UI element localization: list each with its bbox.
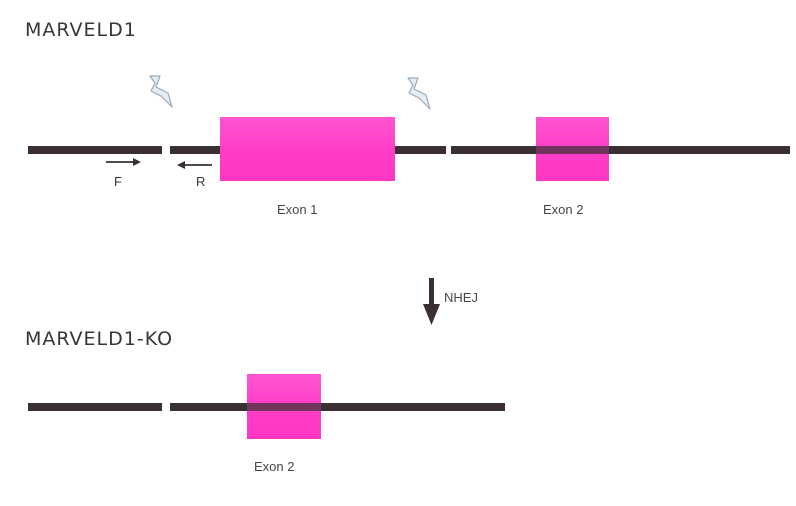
gene-line-segment-right <box>451 146 790 154</box>
down-arrow-icon <box>423 278 440 325</box>
ko-exon-2-label: Exon 2 <box>254 459 295 474</box>
top-title: MARVELD1 <box>25 19 137 41</box>
reverse-primer-label: R <box>196 174 206 189</box>
exon-2-label: Exon 2 <box>543 202 584 217</box>
exon-1-label: Exon 1 <box>277 202 318 217</box>
exon-1-box <box>220 117 395 181</box>
knockout-locus <box>28 374 505 439</box>
forward-primer-arrow-icon <box>106 158 141 166</box>
lightning-bolt-icon <box>407 77 431 110</box>
nhej-label: NHEJ <box>444 290 478 305</box>
ko-gene-line-segment-right <box>170 403 505 411</box>
gene-line-segment-left <box>28 146 162 154</box>
ko-gene-line-segment-left <box>28 403 162 411</box>
wildtype-locus <box>28 75 790 181</box>
lightning-bolt-icon <box>149 75 173 108</box>
ko-exon-2-line-overlay <box>247 403 321 411</box>
reverse-primer-arrow-icon <box>177 161 212 169</box>
bottom-title: MARVELD1-KO <box>25 328 174 350</box>
exon-2-line-overlay <box>536 146 609 154</box>
forward-primer-label: F <box>114 174 122 189</box>
